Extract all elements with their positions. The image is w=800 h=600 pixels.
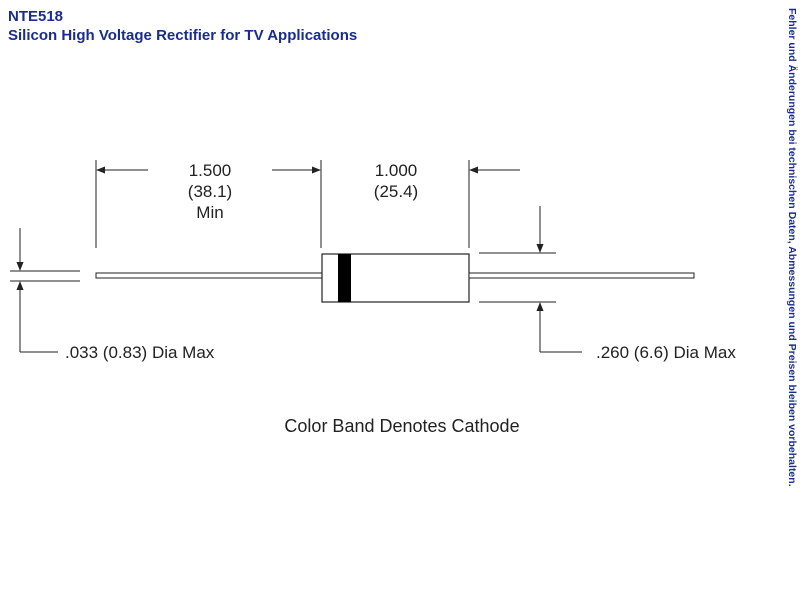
lead-diameter-label: .033 (0.83) Dia Max	[65, 343, 215, 362]
lead-length-qualifier: Min	[196, 203, 223, 222]
body-length-mm: (25.4)	[374, 182, 418, 201]
side-disclaimer: Fehler und Änderungen bei technischen Da…	[786, 8, 798, 487]
cathode-caption: Color Band Denotes Cathode	[284, 416, 519, 436]
cathode-band	[338, 254, 351, 302]
header: NTE518 Silicon High Voltage Rectifier fo…	[8, 7, 357, 45]
part-number: NTE518	[8, 8, 64, 25]
lead-length-mm: (38.1)	[188, 182, 232, 201]
lead-length-inches: 1.500	[189, 161, 232, 180]
part-description: Silicon High Voltage Rectifier for TV Ap…	[8, 27, 358, 44]
body-diameter-label: .260 (6.6) Dia Max	[596, 343, 736, 362]
left-lead-wire	[95, 272, 323, 279]
right-lead-wire	[468, 272, 695, 279]
body-length-inches: 1.000	[375, 161, 418, 180]
